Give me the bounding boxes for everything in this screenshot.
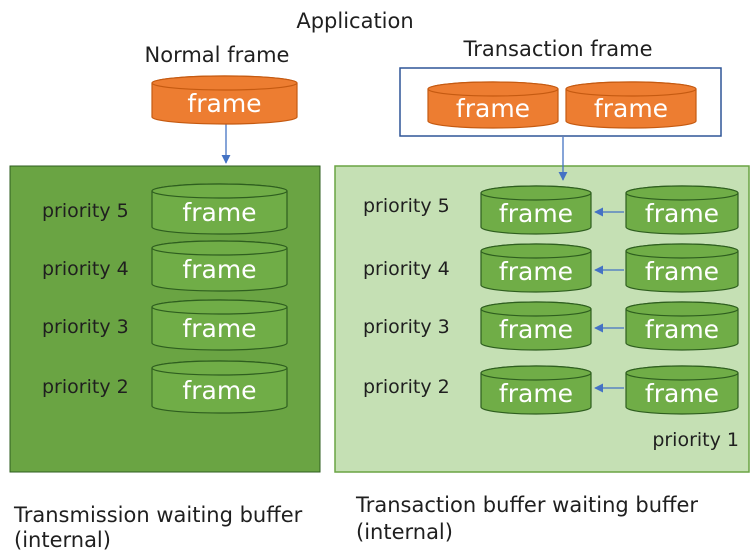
frame-label: frame — [182, 255, 256, 284]
frame-label: frame — [182, 376, 256, 405]
buffer-frame-cylinder: frame — [480, 243, 592, 293]
left-priority-label: priority 3 — [42, 316, 129, 338]
frame-label: frame — [499, 315, 573, 344]
buffer-frame-cylinder: frame — [480, 365, 592, 415]
frame-label: frame — [187, 89, 261, 118]
left-priority-label: priority 2 — [42, 376, 129, 398]
left-priority-label: priority 4 — [42, 258, 129, 280]
buffer-frame-cylinder: frame — [625, 185, 739, 235]
right-priority-label: priority 4 — [363, 258, 450, 280]
frame-label: frame — [182, 314, 256, 343]
application-label: Application — [296, 9, 413, 33]
normal-frame-label: Normal frame — [145, 43, 290, 67]
left-priority-labels: priority 5 priority 4 priority 3 priorit… — [42, 200, 129, 398]
buffer-frame-cylinder: frame — [151, 299, 288, 351]
frame-label: frame — [594, 94, 668, 123]
buffer-frame-cylinder: frame — [625, 365, 739, 415]
frame-label: frame — [645, 315, 719, 344]
application-frame-cylinder: frame — [565, 81, 697, 129]
frame-label: frame — [499, 257, 573, 286]
transaction-frame-label: Transaction frame — [462, 37, 652, 61]
frame-label: frame — [645, 199, 719, 228]
priority-1-label: priority 1 — [652, 429, 739, 451]
transaction-buffer-caption-line2: (internal) — [356, 520, 453, 544]
frame-label: frame — [499, 379, 573, 408]
transmission-buffer-caption-line1: Transmission waiting buffer — [13, 503, 303, 527]
buffer-frame-cylinder: frame — [151, 183, 288, 235]
buffer-frame-cylinder: frame — [480, 301, 592, 351]
transaction-buffer-caption-line1: Transaction buffer waiting buffer — [355, 493, 698, 517]
priority-arrows — [594, 207, 624, 393]
application-frame-cylinder: frame — [151, 75, 298, 125]
frame-cylinders: frame frame frame frame frame frame frame frame… — [151, 75, 739, 415]
frame-label: frame — [499, 199, 573, 228]
frame-label: frame — [645, 379, 719, 408]
application-frame-cylinder: frame — [427, 81, 559, 129]
right-priority-label: priority 2 — [363, 376, 450, 398]
frame-label: frame — [182, 198, 256, 227]
buffer-frame-cylinder: frame — [625, 301, 739, 351]
right-priority-label: priority 3 — [363, 316, 450, 338]
right-priority-labels: priority 5 priority 4 priority 3 priorit… — [363, 195, 450, 398]
buffer-frame-cylinder: frame — [480, 185, 592, 235]
frame-label: frame — [456, 94, 530, 123]
buffer-frame-cylinder: frame — [151, 360, 288, 414]
right-priority-label: priority 5 — [363, 195, 450, 217]
transmission-buffer-caption-line2: (internal) — [14, 528, 111, 552]
buffer-frame-cylinder: frame — [625, 243, 739, 293]
frame-label: frame — [645, 257, 719, 286]
buffer-frame-cylinder: frame — [151, 240, 288, 292]
left-priority-label: priority 5 — [42, 200, 129, 222]
